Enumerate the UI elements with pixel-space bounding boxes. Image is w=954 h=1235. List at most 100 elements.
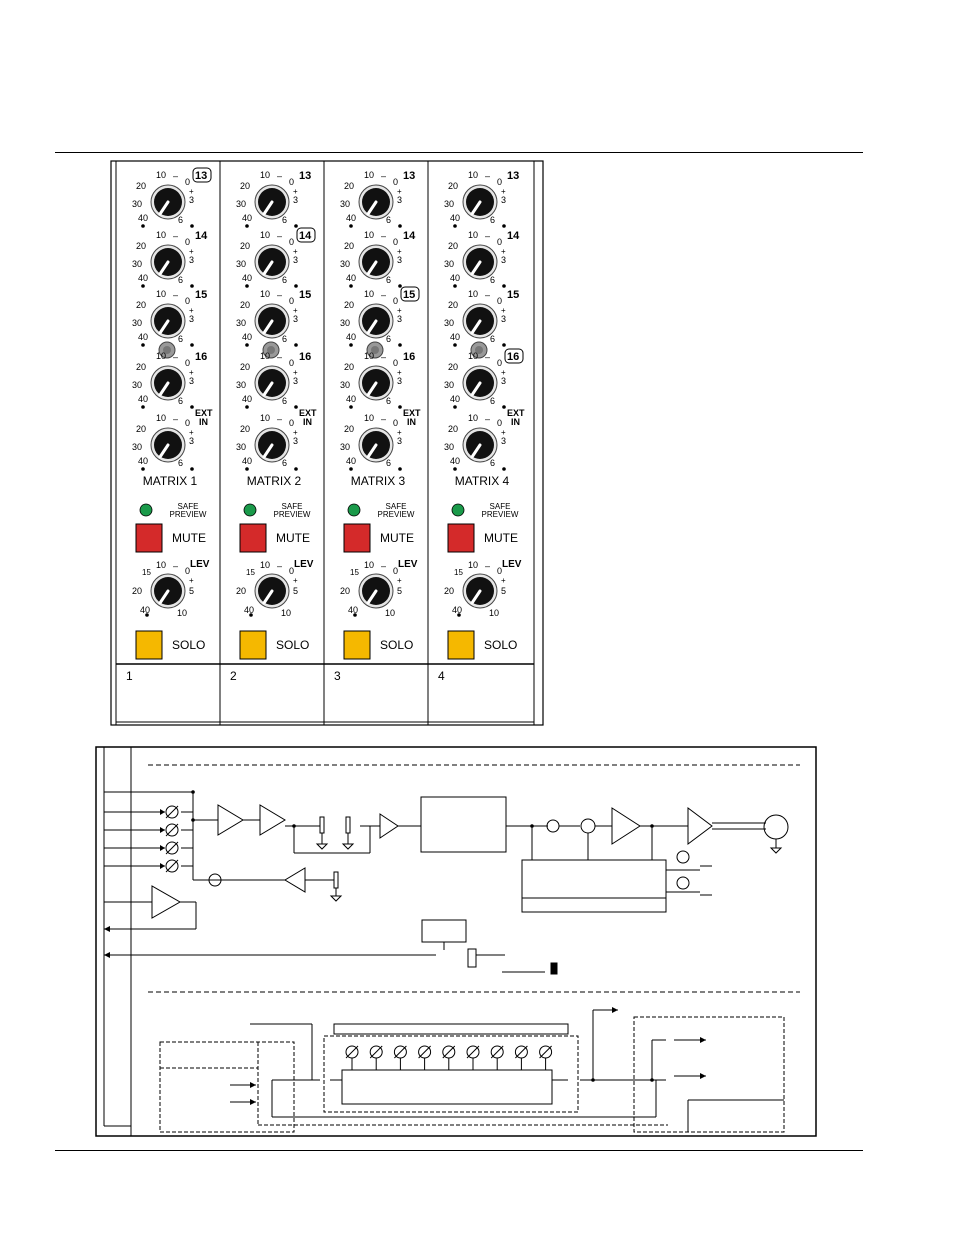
scale-10: 10 (156, 289, 166, 299)
scale-plus: + (189, 187, 194, 196)
send-knob-14[interactable] (358, 244, 394, 280)
scale-dash: – (381, 561, 386, 571)
send-knob-13[interactable] (150, 184, 186, 220)
scale-plus: + (189, 428, 194, 437)
level-knob[interactable] (462, 573, 498, 609)
mute-button[interactable] (135, 523, 163, 553)
scale-6: 6 (178, 215, 183, 225)
bus-trim-icon (393, 1045, 407, 1070)
scale-10: 10 (468, 230, 478, 240)
mute-button[interactable] (343, 523, 371, 553)
scale-dash: – (485, 414, 490, 424)
scale-dash: – (277, 561, 282, 571)
scale-plus: + (293, 428, 298, 437)
scale-3: 3 (501, 195, 506, 205)
scale-40: 40 (138, 332, 148, 342)
ext-in-knob[interactable] (150, 427, 186, 463)
send-knob-15[interactable] (150, 303, 186, 339)
ext-label: EXT (195, 408, 213, 418)
scale-30: 30 (132, 380, 142, 390)
send-knob-13[interactable] (462, 184, 498, 220)
scale-10: 10 (468, 170, 478, 180)
ext-label: EXT (299, 408, 317, 418)
ext-in-knob[interactable] (254, 427, 290, 463)
scale-0: 0 (185, 237, 190, 247)
mute-button[interactable] (447, 523, 475, 553)
preview-label: PREVIEW (482, 510, 519, 519)
scale-40: 40 (348, 605, 358, 615)
scale-10: 10 (156, 560, 166, 570)
scale-20: 20 (240, 181, 250, 191)
scale-0: 0 (393, 237, 398, 247)
scale-10: 10 (364, 351, 374, 361)
solo-button[interactable] (135, 630, 163, 660)
scale-plus: + (293, 306, 298, 315)
ext-in-knob[interactable] (358, 427, 394, 463)
preview-label: PREVIEW (378, 510, 415, 519)
level-knob[interactable] (358, 573, 394, 609)
strip-name: MATRIX 3 (351, 474, 406, 488)
send-knob-16[interactable] (254, 365, 290, 401)
level-knob[interactable] (254, 573, 290, 609)
scale-40: 40 (450, 273, 460, 283)
scale-40: 40 (138, 273, 148, 283)
scale-0: 0 (289, 296, 294, 306)
send-label-15: 15 (507, 289, 519, 301)
send-knob-15[interactable] (254, 303, 290, 339)
safe-preview-led (347, 503, 361, 517)
solo-label: SOLO (172, 638, 205, 652)
scale-3: 3 (189, 376, 194, 386)
scale-10: 10 (156, 230, 166, 240)
scale-dash: – (277, 171, 282, 181)
solo-label: SOLO (276, 638, 309, 652)
scale-6: 6 (386, 334, 391, 344)
input-trim-icon (165, 805, 179, 819)
bus-trim-icon (466, 1045, 480, 1070)
mute-button[interactable] (239, 523, 267, 553)
send-label-14: 14 (195, 230, 208, 242)
send-knob-16[interactable] (150, 365, 186, 401)
scale-0: 0 (185, 566, 190, 576)
scale-40: 40 (140, 605, 150, 615)
send-knob-15[interactable] (462, 303, 498, 339)
scale-30: 30 (236, 318, 246, 328)
ext-in-knob[interactable] (462, 427, 498, 463)
scale-15: 15 (142, 568, 151, 577)
send-knob-14[interactable] (462, 244, 498, 280)
preview-label: PREVIEW (274, 510, 311, 519)
scale-plus: + (397, 306, 402, 315)
send-knob-16[interactable] (462, 365, 498, 401)
scale-5: 5 (189, 586, 194, 596)
scale-20: 20 (236, 586, 246, 596)
scale-6: 6 (490, 215, 495, 225)
scale-dash: – (277, 231, 282, 241)
send-knob-14[interactable] (150, 244, 186, 280)
send-knob-13[interactable] (358, 184, 394, 220)
solo-button[interactable] (239, 630, 267, 660)
scale-30: 30 (132, 318, 142, 328)
send-knob-14[interactable] (254, 244, 290, 280)
send-knob-15[interactable] (358, 303, 394, 339)
send-knob-13[interactable] (254, 184, 290, 220)
scale-20: 20 (444, 586, 454, 596)
mute-label: MUTE (276, 531, 310, 545)
scale-plus: + (293, 187, 298, 196)
lev-label: LEV (294, 559, 314, 570)
scale-20: 20 (344, 241, 354, 251)
scale-10: 10 (468, 289, 478, 299)
scale-dash: – (485, 231, 490, 241)
solo-button[interactable] (343, 630, 371, 660)
scale-6: 6 (490, 458, 495, 468)
send-knob-16[interactable] (358, 365, 394, 401)
scale-6: 6 (490, 334, 495, 344)
scale-dash: – (381, 414, 386, 424)
solo-button[interactable] (447, 630, 475, 660)
scale-10: 10 (260, 230, 270, 240)
send-label-16: 16 (403, 351, 415, 363)
scale-3: 3 (501, 255, 506, 265)
scale-20: 20 (240, 300, 250, 310)
scale-30: 30 (132, 199, 142, 209)
level-knob[interactable] (150, 573, 186, 609)
scale-0: 0 (497, 237, 502, 247)
